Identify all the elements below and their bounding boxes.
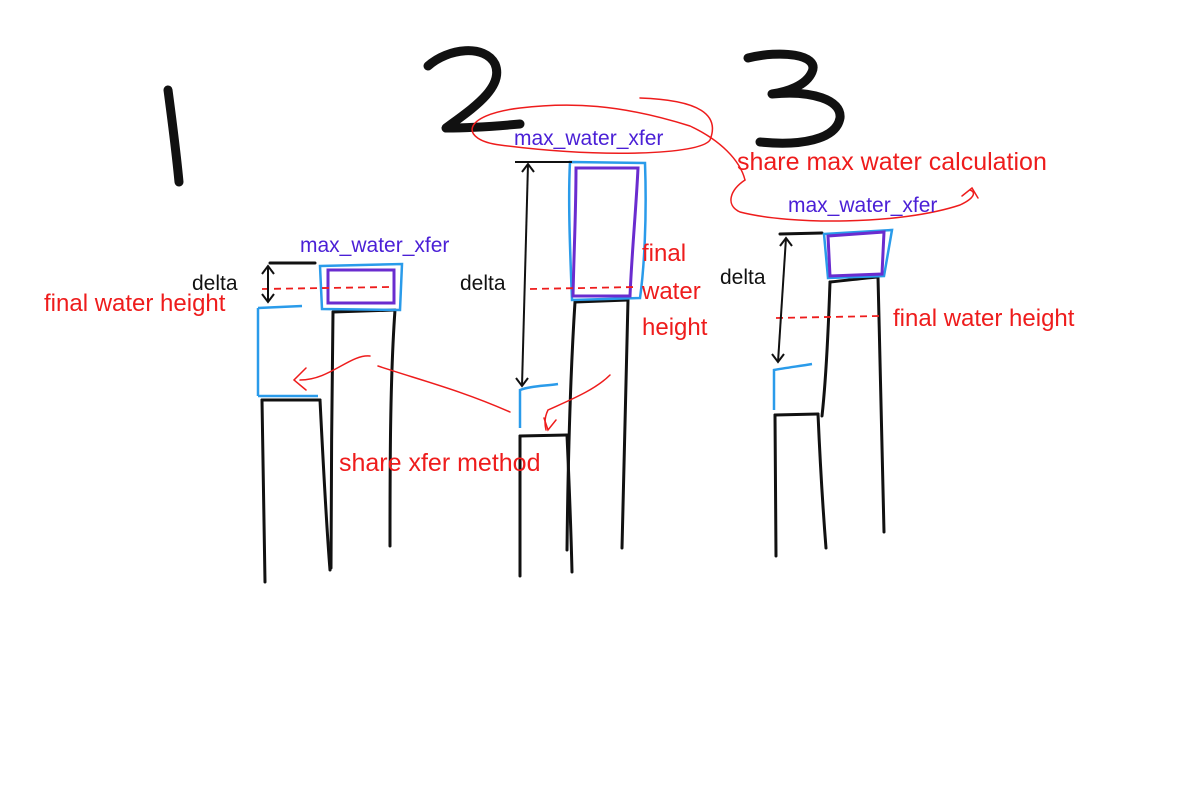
panel-1-final-water-line — [261, 286, 391, 290]
panel-2-max-water-label: max_water_xfer — [514, 127, 664, 150]
share-max-water-loops — [471, 97, 979, 222]
panel-3-max-water-box — [826, 230, 886, 278]
panel-2-delta-arrow — [515, 161, 572, 388]
panel-number-1 — [163, 85, 184, 187]
share-xfer-label: share xfer method — [339, 449, 541, 477]
panel-1-delta-arrow — [261, 264, 275, 304]
panel-1-max-water-label: max_water_xfer — [300, 234, 450, 257]
panel-3-max-water-label: max_water_xfer — [788, 194, 938, 217]
share-xfer-arrows — [292, 355, 611, 432]
panel-1-columns — [260, 261, 397, 584]
panel-3-columns — [773, 231, 886, 558]
panel-2-water — [518, 160, 647, 428]
panel-2-columns — [518, 298, 630, 578]
panel-2-final-water-label-line-1: final — [642, 240, 687, 267]
panel-2-final-water-label-line-2: water — [642, 278, 701, 305]
panel-1-delta-label: delta — [192, 272, 238, 295]
panel-3-water — [772, 228, 894, 410]
panel-number-2 — [423, 46, 525, 133]
panel-1-water — [256, 262, 404, 398]
panel-1-final-water-label: final water height — [44, 290, 226, 317]
panel-1-max-water-box — [326, 268, 396, 305]
panel-number-3 — [743, 49, 845, 148]
panel-3-final-water-label: final water height — [893, 305, 1075, 332]
panel-2-final-water-label-line-3: height — [642, 314, 708, 341]
panel-3-delta-arrow — [771, 236, 793, 364]
panel-2-final-water-line — [529, 286, 637, 290]
share-max-water-label: share max water calculation — [737, 148, 1047, 176]
panel-3-delta-label: delta — [720, 266, 766, 289]
panel-3-final-water-line — [775, 315, 881, 319]
panel-2-max-water-box — [571, 166, 640, 298]
panel-2-delta-label: delta — [460, 272, 506, 295]
